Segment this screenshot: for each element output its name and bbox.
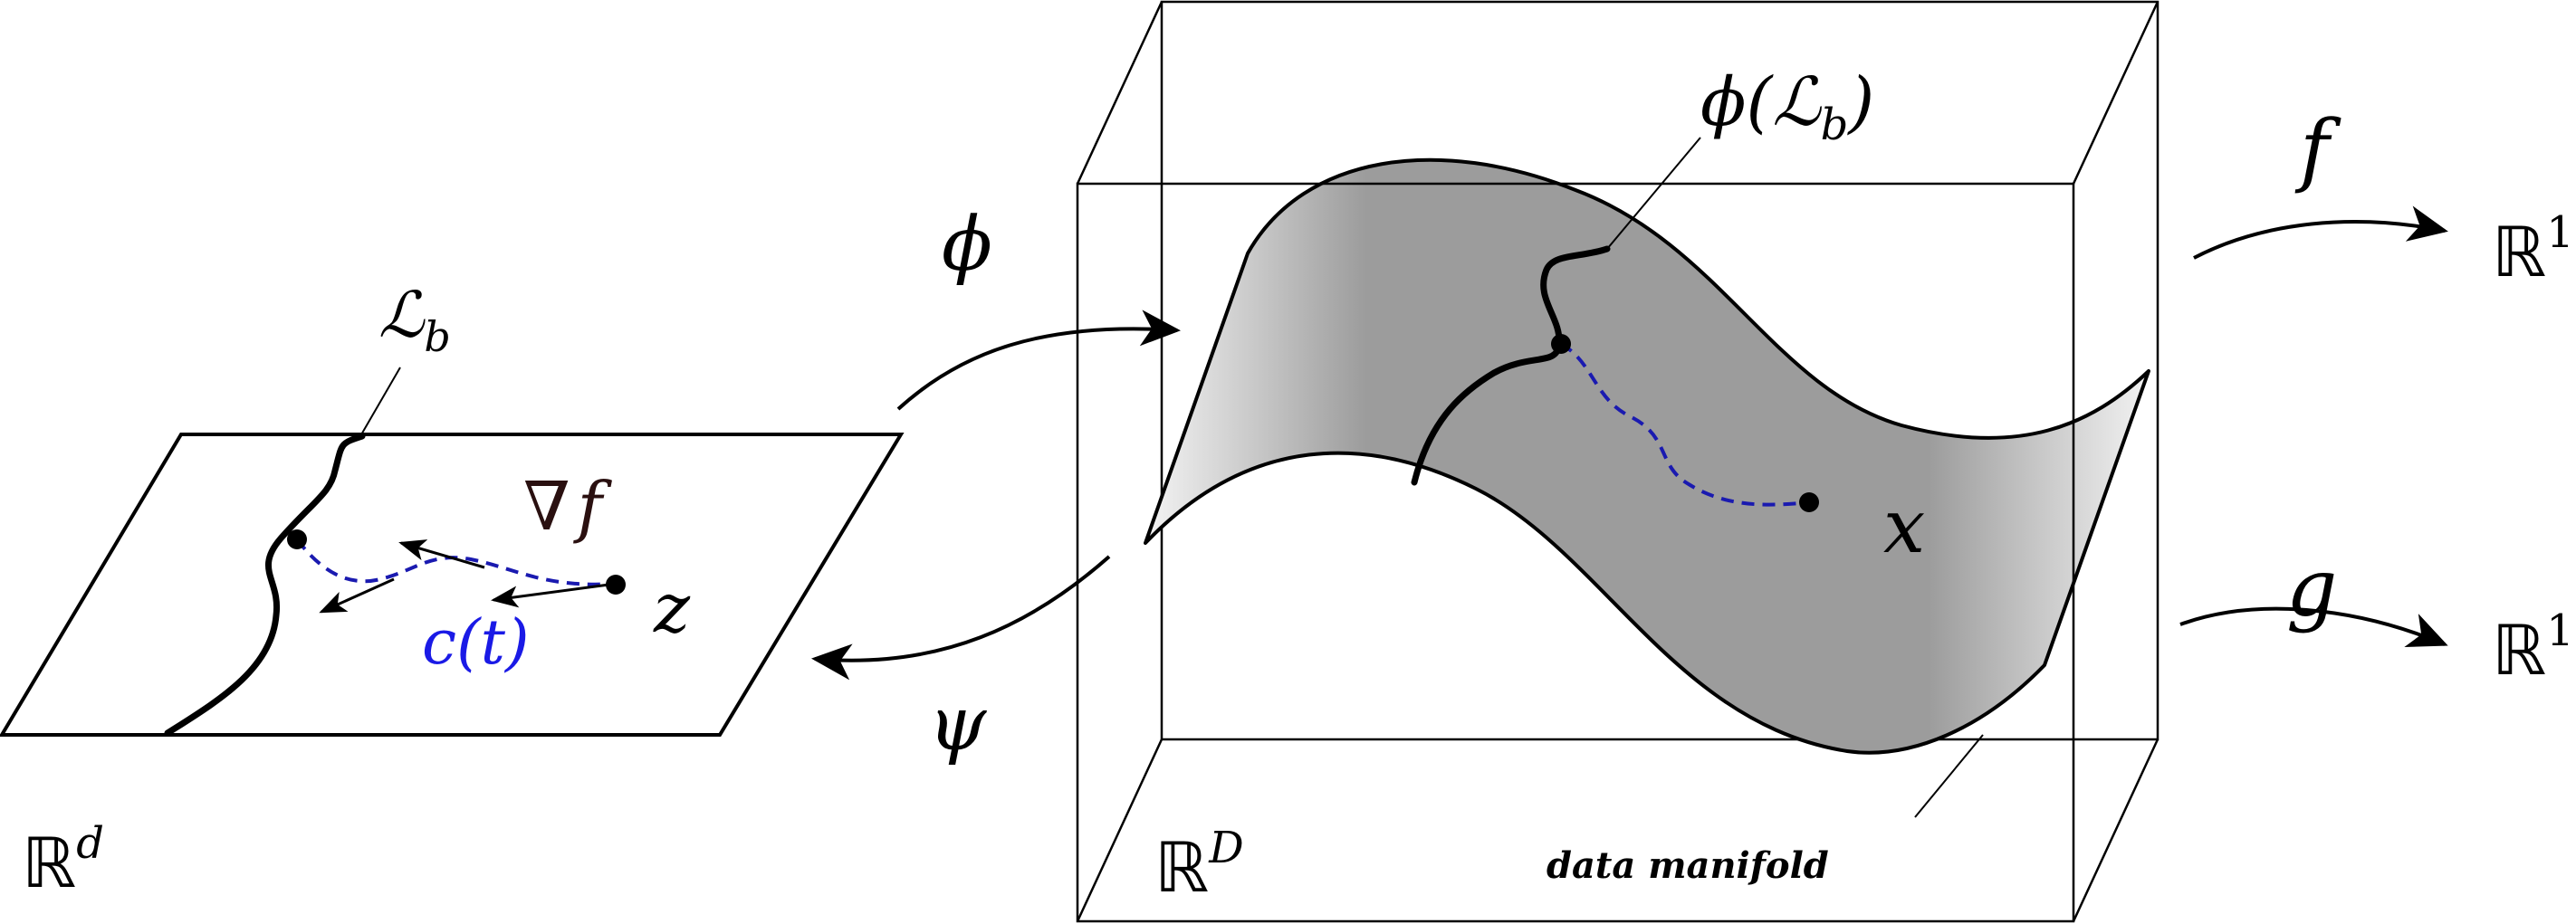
intersection-point-manifold [1551,334,1571,354]
box-front-face [1076,182,2075,923]
gradient-arrow-1 [491,582,617,608]
f-arrow [2193,205,2448,260]
gradient-path-ct [295,538,617,586]
manifold-label-leader [1914,734,1984,818]
g-target-label: ℝ1 [2492,605,2574,691]
manifold-level-set-leader [1606,137,1701,250]
f-label: f [2294,102,2341,195]
box-edge-tr [2072,1,2159,185]
g-label: g [2286,541,2337,634]
image-level-set-label: ϕ(ℒb) [1700,63,1874,150]
box-edge-tl [1076,1,1164,185]
psi-arrow [811,555,1111,681]
point-x-label: x [1883,484,1925,570]
point-x [1799,492,1819,512]
g-arrow [2179,606,2448,647]
maps-between-spaces: ϕ ψ [811,202,1181,767]
data-manifold-label: data manifold [1547,844,1829,887]
box-edge-br [2072,738,2159,922]
psi-label: ψ [928,681,987,767]
gradient-arrow-2 [398,539,485,569]
level-set-leader [359,367,401,437]
latent-space-label: ℝd [22,818,104,903]
latent-plane [0,433,905,737]
point-z-label: z [653,567,691,648]
phi-label: ϕ [942,202,992,288]
gradient-arrow-3 [319,577,395,614]
intersection-point-left [287,529,307,549]
box-back-face [1160,0,2159,741]
level-set-curve [164,433,366,737]
gradient-label: ∇f [523,468,613,546]
ambient-space-label: ℝD [1154,823,1244,908]
point-z [606,575,626,595]
level-set-label: ℒb [378,278,451,361]
ambient-space-panel: ϕ(ℒb) x ℝD data manifold [1076,0,2159,923]
data-manifold-surface [1144,157,2150,755]
scalar-maps-panel: f ℝ1 g ℝ1 [2179,102,2574,691]
f-target-label: ℝ1 [2492,207,2574,292]
manifold-gradient-path [1560,342,1810,507]
box-edge-bl [1076,738,1164,922]
curve-label-ct: c(t) [422,607,529,679]
latent-space-panel: ℒb ∇f c(t) z ℝd [0,278,905,903]
phi-arrow [896,310,1181,411]
